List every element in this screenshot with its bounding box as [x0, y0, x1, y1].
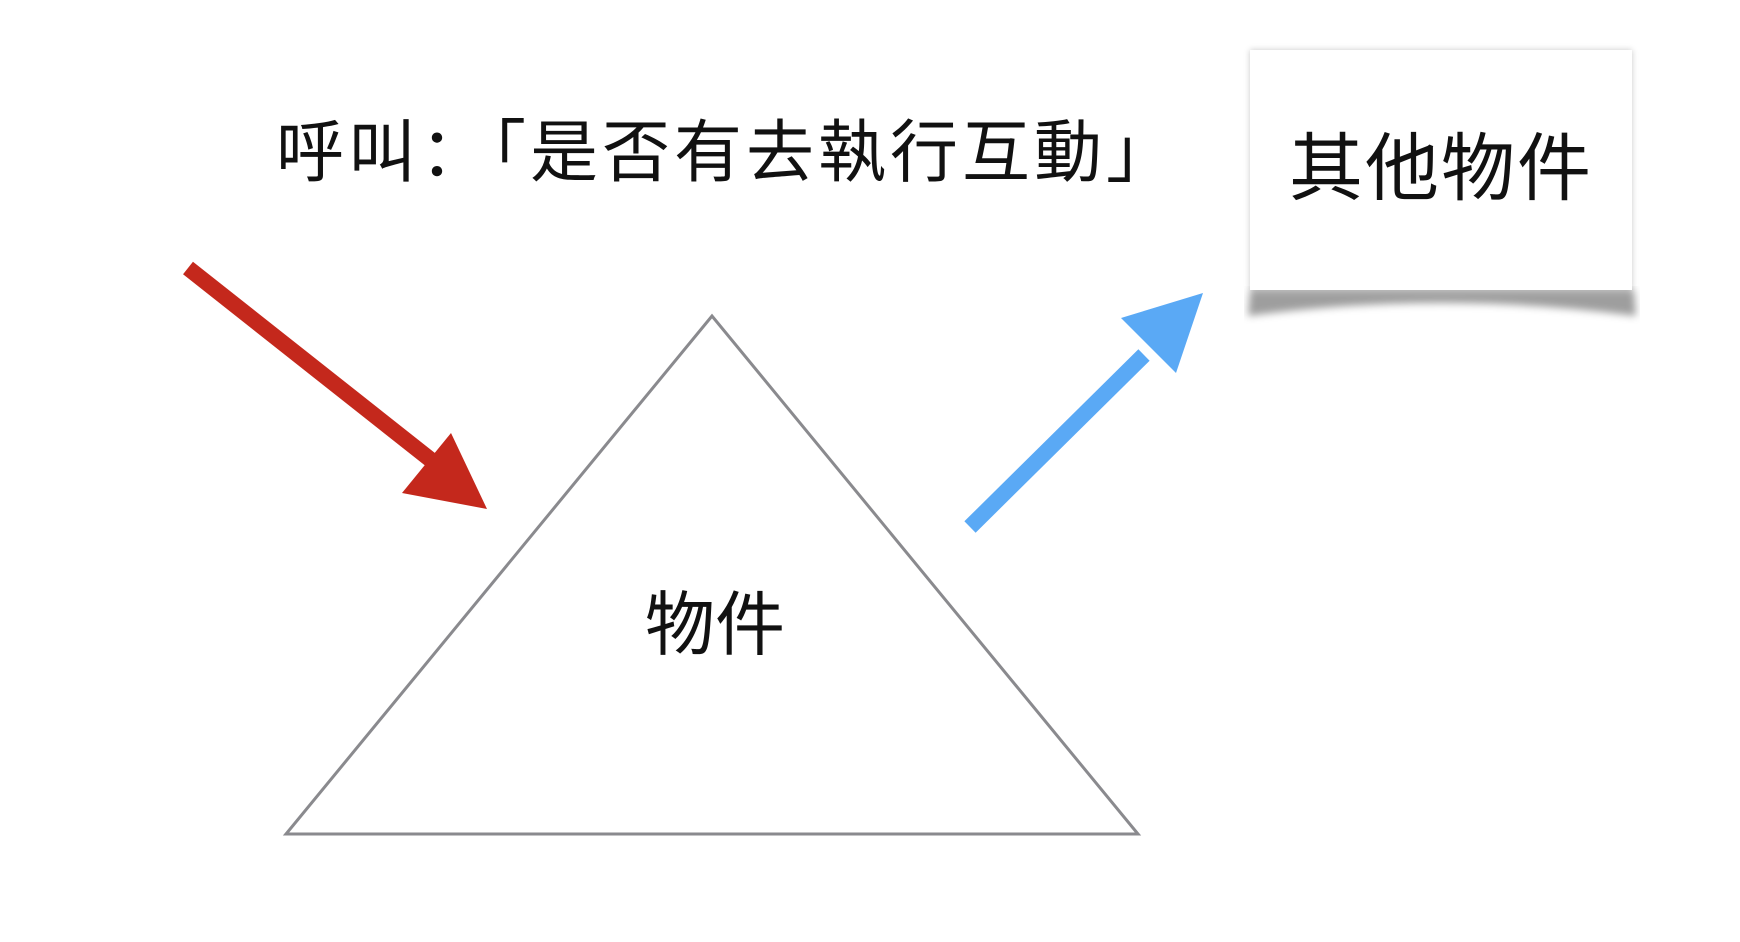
- object-triangle: [282, 313, 1142, 836]
- outgoing-interaction-arrow: [964, 293, 1203, 533]
- object-label: 物件: [645, 584, 785, 666]
- card-curl-shadow: [1248, 290, 1636, 316]
- call-message-label: 呼叫：「是否有去執行互動」: [276, 114, 1179, 193]
- incoming-call-arrow: [183, 261, 487, 509]
- other-object-card: 其他物件: [1250, 50, 1632, 290]
- other-object-label: 其他物件: [1289, 126, 1593, 212]
